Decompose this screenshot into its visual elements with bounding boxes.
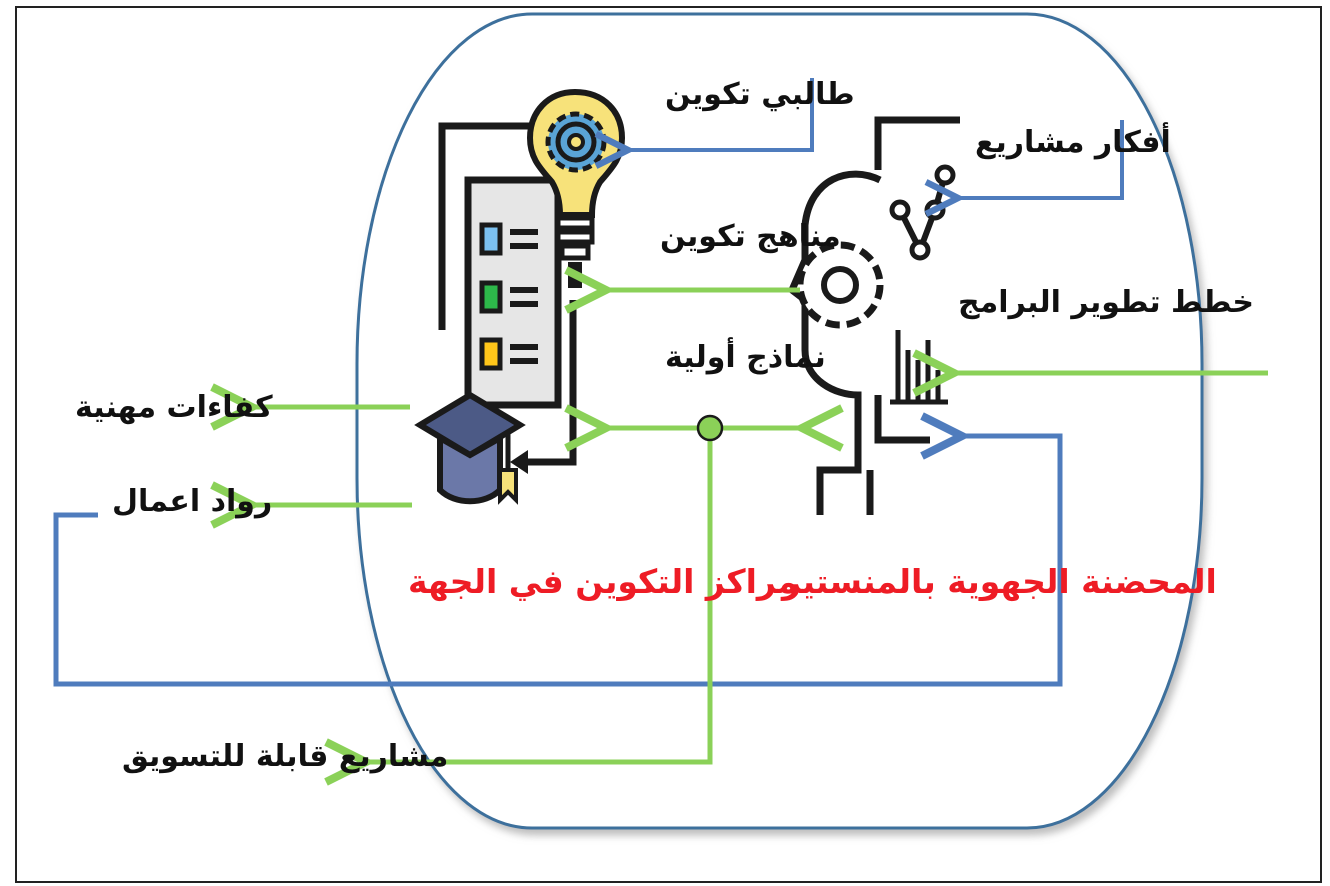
arrow-feedback-loop — [53, 436, 1063, 687]
prototype-node — [696, 414, 724, 442]
arrow-trainees — [628, 78, 814, 150]
label-trainees: طالبي تكوين — [665, 77, 855, 112]
loop-arrow-bottom — [525, 300, 577, 466]
checklist-box-green — [479, 280, 503, 314]
training-center-icon — [414, 88, 626, 505]
label-incubator: المحضنة الجهوية بالمنستير — [782, 562, 1217, 601]
arrow-project-ideas — [958, 120, 1124, 198]
label-marketable-projects: مشاريع قابلة للتسويق — [122, 739, 449, 774]
graduation-cap-base — [437, 432, 503, 505]
label-project-ideas: أفكار مشاريع — [975, 125, 1171, 160]
label-curricula: مناهج تكوين — [660, 219, 841, 254]
label-training-centers: مراكز التكوين في الجهة — [408, 562, 798, 601]
checklist-box-blue — [479, 222, 503, 256]
label-entrepreneurs: رواد اعمال — [112, 484, 273, 519]
loop-arrow-top — [438, 122, 540, 330]
arrow-marketable-projects — [366, 440, 713, 762]
loop-arrow-bottom-head — [510, 450, 528, 474]
label-prototypes: نماذج أولية — [665, 340, 826, 375]
label-competencies: كفاءات مهنية — [75, 390, 273, 425]
checklist-box-yellow — [479, 337, 503, 371]
label-dev-plans: خطط تطوير البرامج — [958, 285, 1255, 320]
